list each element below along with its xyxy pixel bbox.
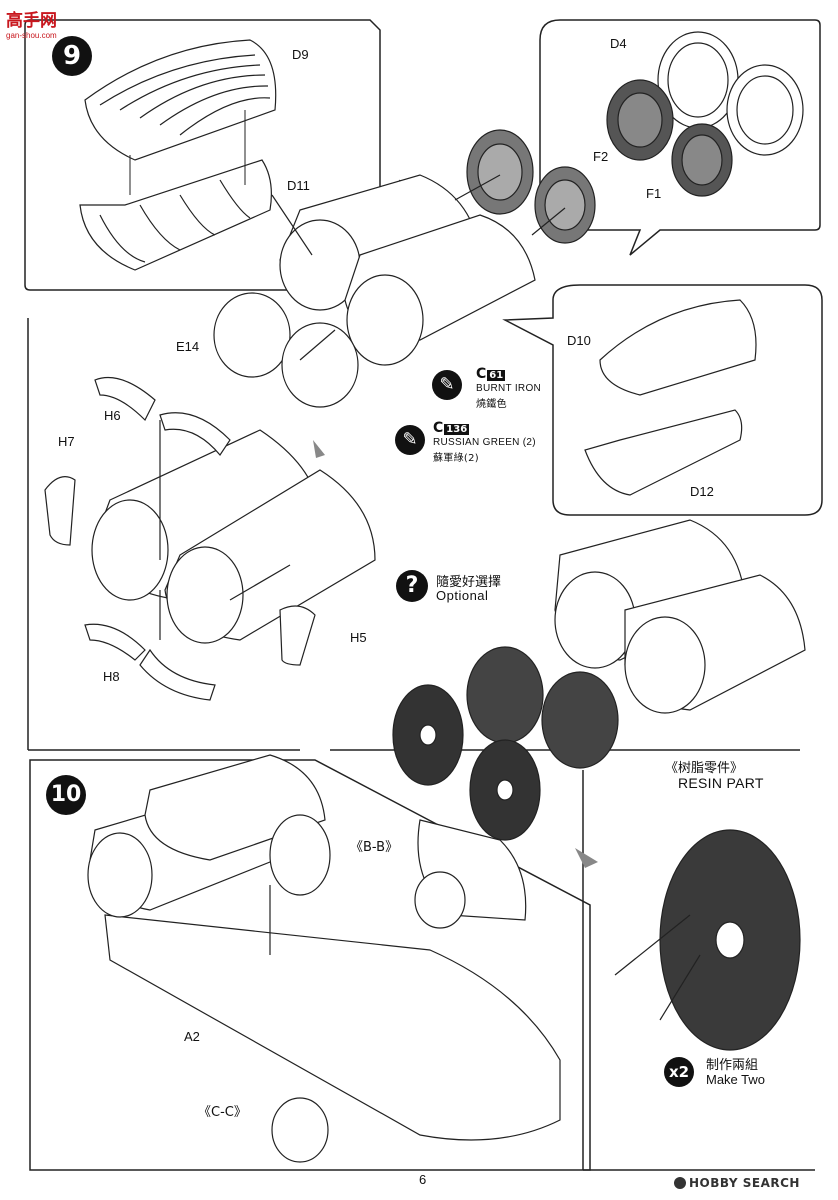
part-label-h5: H5	[350, 630, 367, 645]
step-9-number: 9	[52, 36, 92, 76]
paint-code-number: 61	[487, 370, 506, 381]
part-label-d12: D12	[690, 484, 714, 499]
section-label-cc: 《C-C》	[198, 1105, 247, 1120]
section-label-bb: 《B-B》	[350, 840, 399, 855]
paint-code-number: 136	[444, 424, 470, 435]
part-label-d4: D4	[610, 36, 627, 51]
watermark-site: gan-shou.com	[6, 31, 57, 40]
part-label-f2: F2	[593, 149, 609, 164]
paint-name-burnt-iron-cn: 燒鐵色	[476, 399, 507, 410]
step-10-number: 10	[46, 775, 86, 815]
part-label-d10: D10	[567, 333, 591, 348]
part-label-f1: F1	[646, 186, 662, 201]
paint-brush-icon: ✎	[395, 425, 425, 455]
page-number: 6	[419, 1172, 427, 1187]
hobby-search-text: HOBBY SEARCH	[689, 1176, 800, 1190]
resin-part-label: RESIN PART	[678, 775, 764, 791]
paint-brush-icon: ✎	[432, 370, 462, 400]
optional-label-cn: 隨愛好選擇	[436, 575, 502, 590]
part-label-d9: D9	[292, 47, 309, 62]
paint-name-russian-green: RUSSIAN GREEN (2)	[433, 437, 536, 448]
part-label-h7: H7	[58, 434, 75, 449]
paint-code-prefix: C	[433, 420, 444, 436]
paint-code-prefix: C	[476, 366, 487, 382]
resin-part-label-cn: 《树脂零件》	[665, 761, 744, 776]
part-label-e14: E14	[176, 339, 200, 354]
paint-name-russian-green-cn: 蘇軍綠(2)	[433, 453, 479, 464]
site-watermark: 高手网 gan-shou.com	[6, 6, 57, 40]
paint-name-burnt-iron: BURNT IRON	[476, 383, 542, 394]
optional-label: Optional	[436, 588, 489, 603]
make-two-badge: x2	[664, 1057, 694, 1087]
make-two-label: Make Two	[706, 1072, 766, 1087]
question-mark-icon: ?	[396, 570, 428, 602]
hobby-search-watermark: HOBBY SEARCH	[674, 1176, 800, 1190]
make-two-label-cn: 制作兩組	[706, 1058, 759, 1073]
part-label-h8: H8	[103, 669, 120, 684]
watermark-logo: 高手网	[6, 11, 57, 31]
part-label-a2: A2	[184, 1029, 200, 1044]
part-label-d11: D11	[287, 178, 310, 193]
hobby-search-logo-icon	[674, 1177, 686, 1189]
part-label-h6: H6	[104, 408, 121, 423]
